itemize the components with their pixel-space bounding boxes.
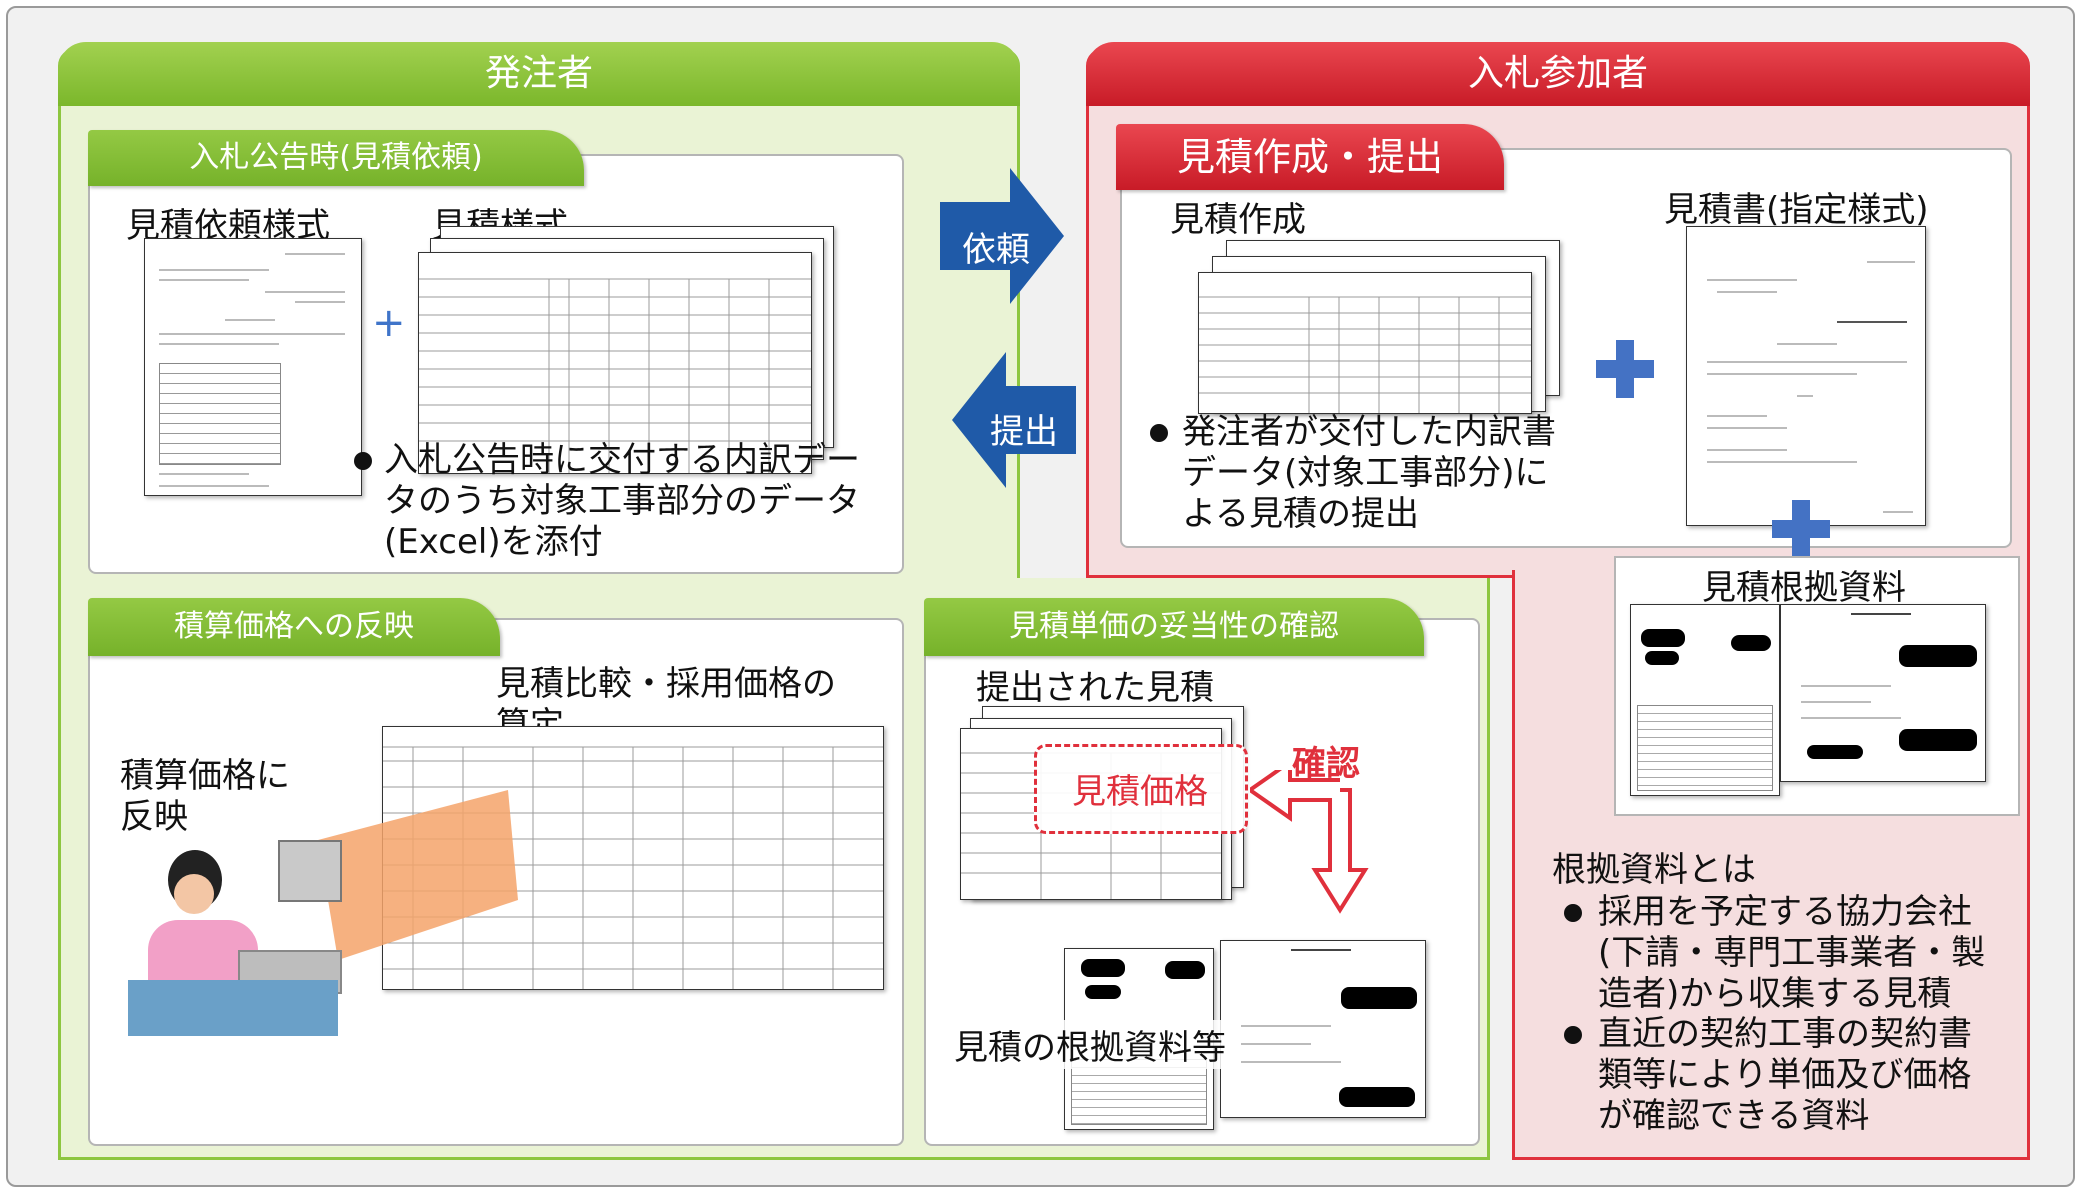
bid-announce-tag: 入札公告時(見積依頼) <box>88 130 584 186</box>
basis-definition-item-2-line-2: 類等により単価及び価格 <box>1598 1055 1972 1095</box>
submit-arrow-label: 提出 <box>990 412 1058 452</box>
estimate-create-note-line-1: 発注者が交付した内訳書 <box>1182 412 1556 452</box>
basis-materials-label: 見積根拠資料 <box>1702 568 1906 608</box>
estimate-create-label: 見積作成 <box>1170 200 1306 240</box>
basis-definition-item-1: 採用を予定する協力会社 (下請・専門工事業者・製 造者)から収集する見積 <box>1598 892 2018 1015</box>
designated-form-thumbnail <box>1686 226 1926 526</box>
bidder-header: 入札参加者 <box>1086 42 2030 106</box>
estimate-create-note-line-3: よる見積の提出 <box>1182 494 1419 534</box>
bullet-icon <box>1564 904 1582 922</box>
reflect-label-line-2: 反映 <box>120 797 188 837</box>
basis-definition-item-1-line-3: 造者)から収集する見積 <box>1598 974 1952 1014</box>
reflect-label: 積算価格に 反映 <box>120 756 290 838</box>
confirm-label: 確認 <box>1292 744 1360 784</box>
bid-announce-note-line-2: タのうち対象工事部分のデータ <box>384 481 860 521</box>
plus-icon <box>1596 340 1654 398</box>
orange-reflect-ray <box>318 790 518 960</box>
person-at-computer-illustration <box>128 830 342 1036</box>
request-arrow-icon <box>940 168 1064 304</box>
estimate-create-tag: 見積作成・提出 <box>1116 124 1504 190</box>
designated-form-label: 見積書(指定様式) <box>1664 190 1929 230</box>
reflect-tag: 積算価格への反映 <box>88 598 500 656</box>
basis-order-thumbnail <box>1780 604 1986 782</box>
basis-docs-label: 見積の根拠資料等 <box>954 1020 1226 1069</box>
estimate-create-note-line-2: データ(対象工事部分)に <box>1182 453 1549 493</box>
basis-definition-item-1-line-1: 採用を予定する協力会社 <box>1598 892 1972 932</box>
orderer-header: 発注者 <box>58 42 1020 106</box>
plus-icon <box>1772 500 1830 558</box>
bullet-icon <box>354 452 372 470</box>
estimate-price-highlight <box>1034 744 1248 834</box>
reflect-label-line-1: 積算価格に <box>120 756 290 796</box>
request-arrow-label: 依頼 <box>962 230 1030 270</box>
submitted-estimate-label: 提出された見積 <box>976 668 1214 708</box>
bullet-icon <box>1564 1026 1582 1044</box>
estimate-form-grid <box>419 278 811 473</box>
check-order-thumbnail <box>1220 940 1426 1118</box>
estimate-price-label: 見積価格 <box>1072 772 1208 812</box>
request-form-thumbnail <box>144 238 362 496</box>
compare-label-line-1: 見積比較・採用価格の <box>496 664 836 704</box>
basis-definition-item-1-line-2: (下請・専門工事業者・製 <box>1598 933 1986 973</box>
estimate-create-note: 発注者が交付した内訳書 データ(対象工事部分)に よる見積の提出 <box>1182 412 1602 535</box>
bid-announce-note: 入札公告時に交付する内訳デー タのうち対象工事部分のデータ (Excel)を添付 <box>384 440 884 563</box>
basis-definition-item-2-line-3: が確認できる資料 <box>1598 1096 1870 1136</box>
created-estimate-thumbnail <box>1198 272 1532 414</box>
confirm-arrow-icon <box>1250 770 1369 914</box>
basis-definition-item-2-line-1: 直近の契約工事の契約書 <box>1598 1014 1972 1054</box>
estimate-form-thumbnail <box>418 252 812 474</box>
submit-arrow-icon <box>952 352 1076 488</box>
basis-invoice-thumbnail <box>1630 604 1780 796</box>
basis-definition-item-2: 直近の契約工事の契約書 類等により単価及び価格 が確認できる資料 <box>1598 1014 2018 1137</box>
bullet-icon <box>1150 424 1168 442</box>
bid-announce-note-line-3: (Excel)を添付 <box>384 522 603 562</box>
check-tag: 見積単価の妥当性の確認 <box>924 598 1424 656</box>
bid-announce-note-line-1: 入札公告時に交付する内訳デー <box>384 440 860 480</box>
created-estimate-grid <box>1199 296 1531 413</box>
plus-icon: + <box>372 300 406 346</box>
basis-definition-title: 根拠資料とは <box>1552 850 1756 890</box>
